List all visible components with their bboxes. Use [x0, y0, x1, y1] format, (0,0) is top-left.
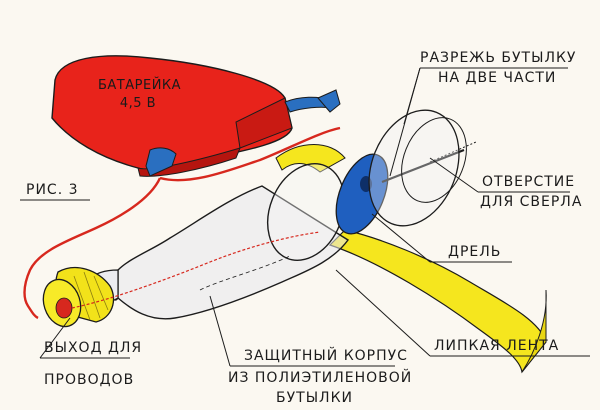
wire-exit-label-line2: ПРОВОДОВ: [44, 372, 135, 388]
bottle-end: [368, 109, 467, 227]
bottle-cap: [42, 266, 115, 328]
internal-wire: [71, 231, 321, 309]
wire-exit-label-line1: ВЫХОД ДЛЯ: [44, 340, 143, 356]
body-label-line2: ИЗ ПОЛИЭТИЛЕНОВОЙ: [228, 370, 413, 386]
bottle: [108, 163, 350, 320]
hole-label-line1: ОТВЕРСТИЕ: [482, 174, 576, 190]
hole-label-line2: ДЛЯ СВЕРЛА: [480, 194, 583, 210]
battery-label-line1: БАТАРЕЙКА: [98, 78, 182, 93]
cut-label-line1: РАЗРЕЖЬ БУТЫЛКУ: [420, 50, 577, 66]
body-label-line3: БУТЫЛКИ: [276, 390, 353, 406]
battery-label-line2: 4,5 В: [119, 96, 157, 111]
figure-label: РИС. 3: [26, 182, 79, 198]
tape-label: ЛИПКАЯ ЛЕНТА: [434, 338, 560, 354]
drill-label: ДРЕЛЬ: [448, 244, 502, 260]
wire: [23, 126, 341, 320]
body-label-line1: ЗАЩИТНЫЙ КОРПУС: [244, 348, 408, 364]
cut-label-line2: НА ДВЕ ЧАСТИ: [438, 70, 557, 86]
callout-lines: [20, 67, 590, 367]
battery-straps: [145, 89, 341, 177]
